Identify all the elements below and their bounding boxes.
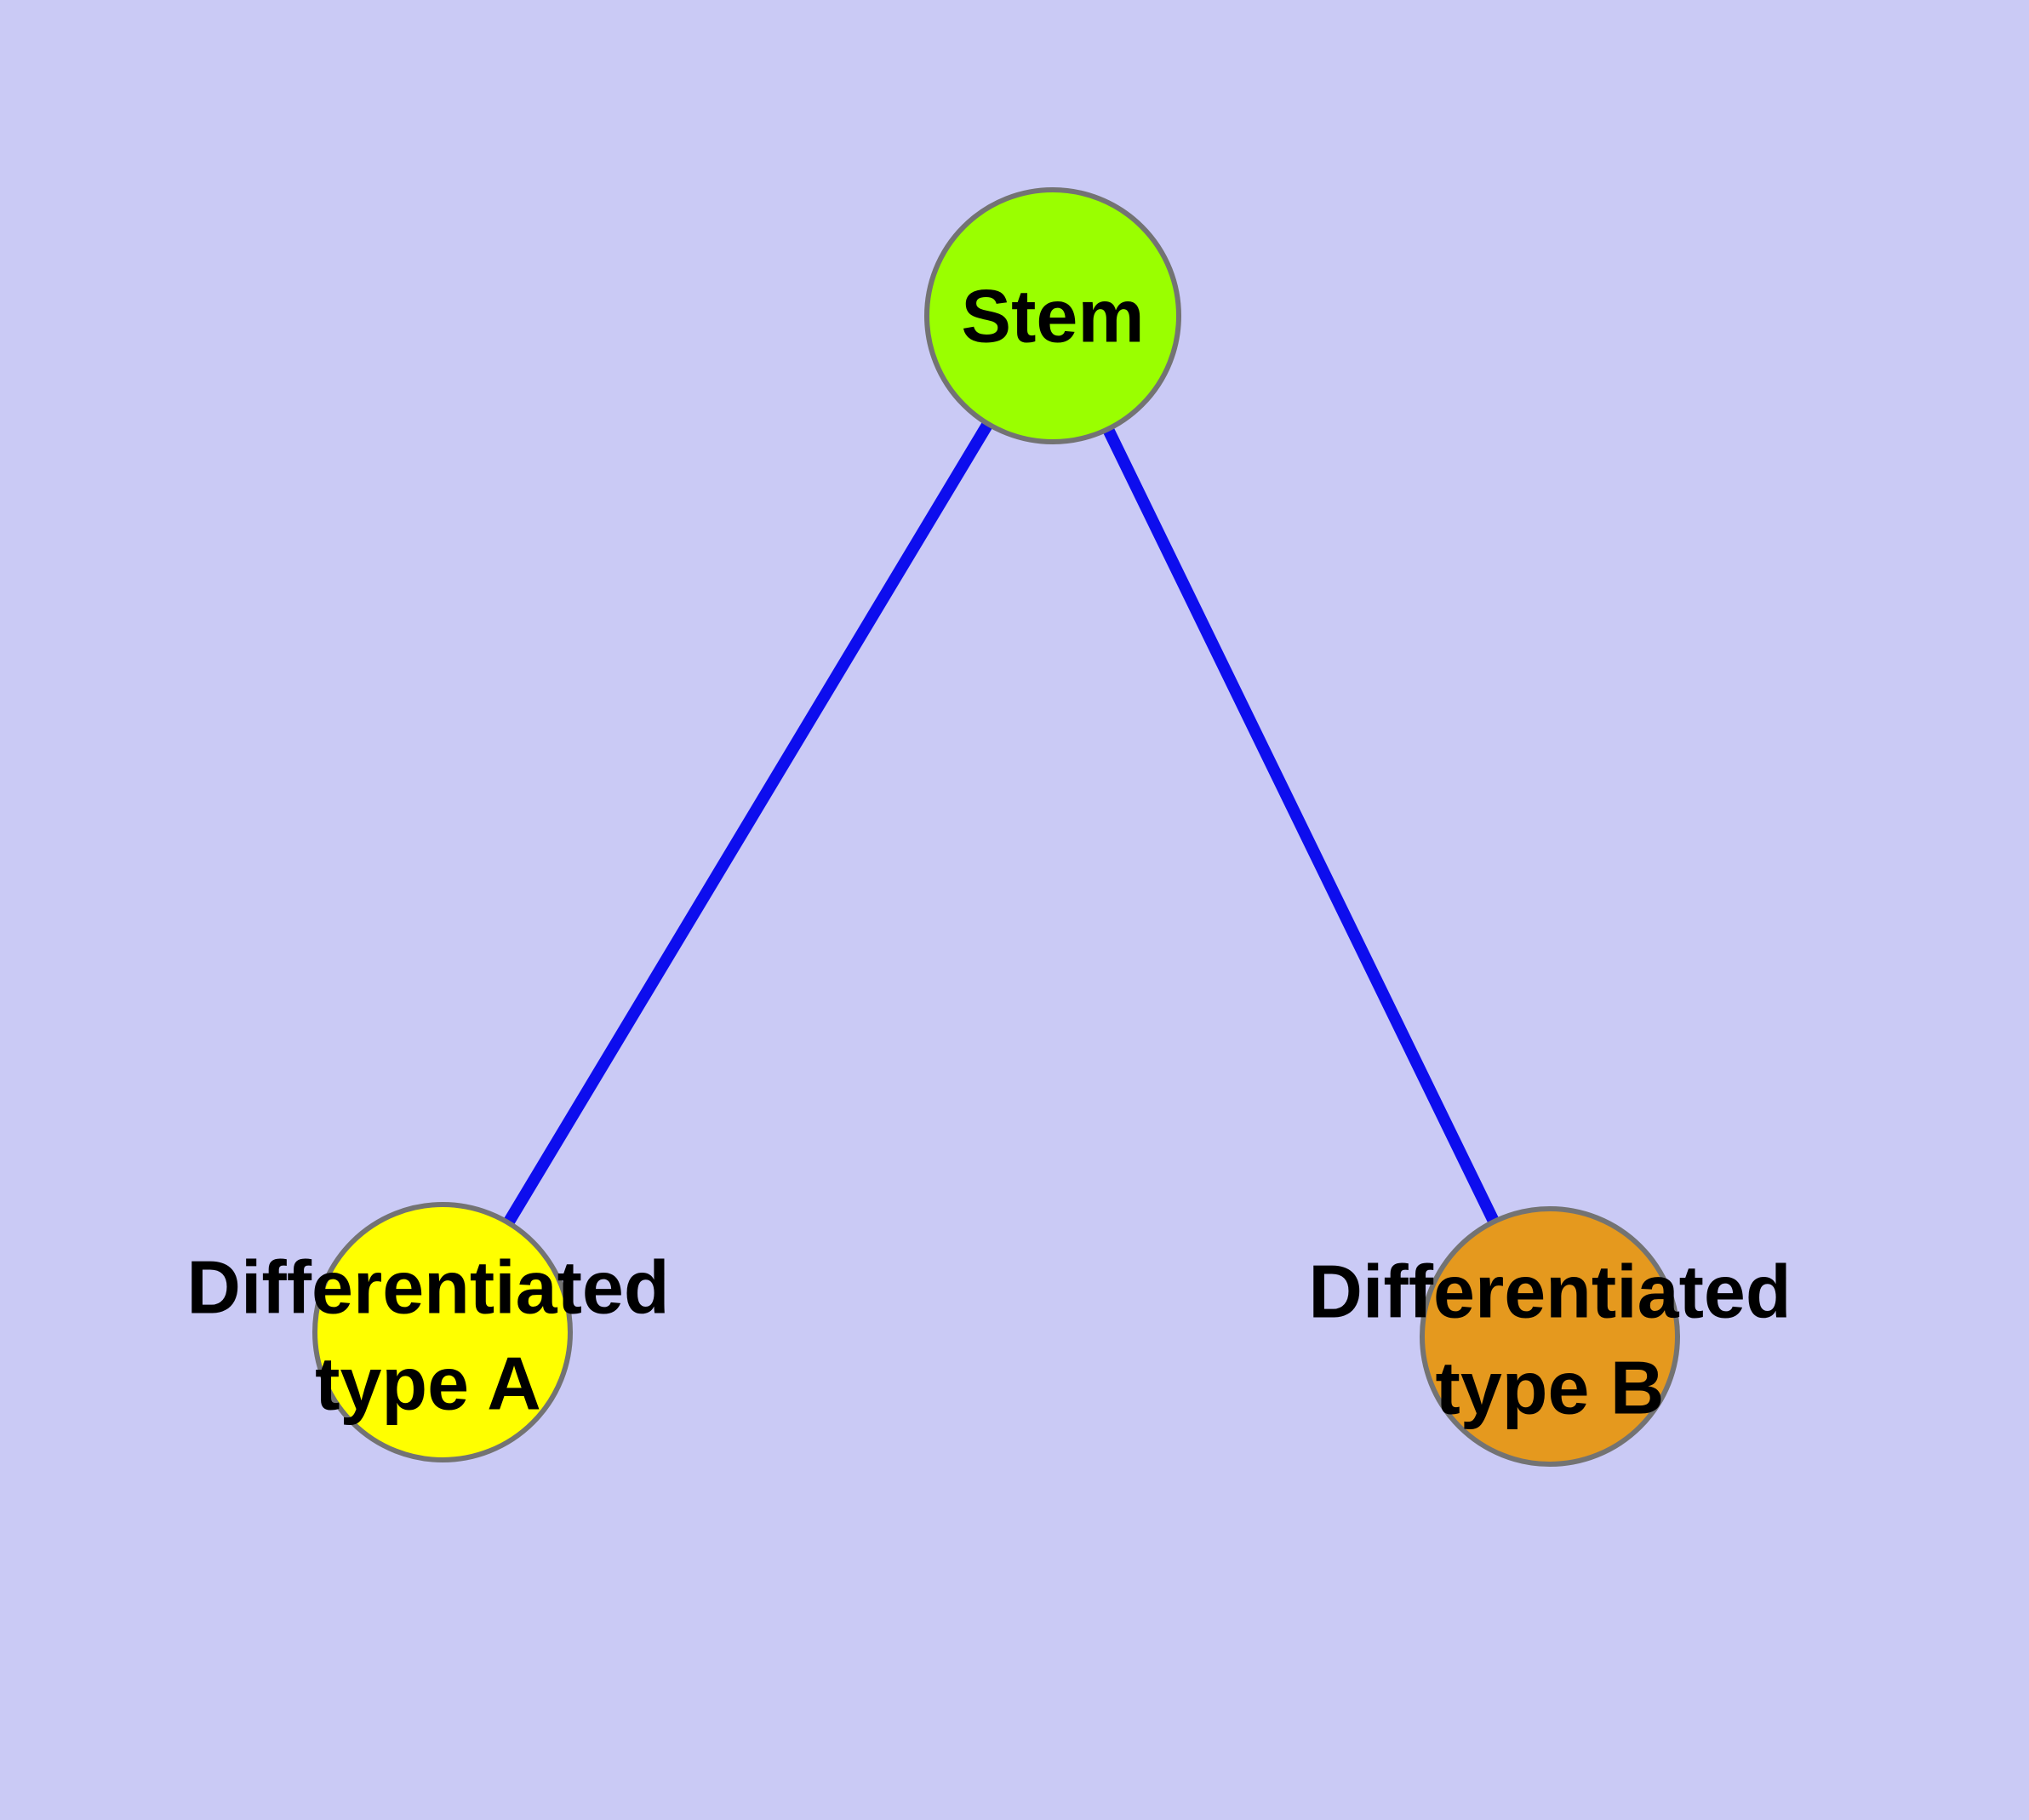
edge-stem-to-typeA	[437, 312, 1059, 1336]
edge-group	[437, 312, 1556, 1340]
node-label-stem: Stem	[961, 274, 1144, 358]
node-label-type-b-line1: Differentiated	[1308, 1250, 1791, 1334]
edge-stem-to-typeB	[1047, 312, 1556, 1340]
node-group	[312, 187, 1680, 1467]
label-group: Stem Differentiated type A Differentiate…	[186, 274, 1791, 1430]
node-differentiated-type-b	[1420, 1206, 1680, 1467]
node-label-type-b-line2: type B	[1436, 1346, 1665, 1430]
node-label-type-a-line2: type A	[315, 1342, 541, 1426]
node-label-type-a-line1: Differentiated	[186, 1245, 669, 1330]
node-differentiated-type-a	[312, 1202, 573, 1462]
node-stem	[924, 187, 1181, 444]
